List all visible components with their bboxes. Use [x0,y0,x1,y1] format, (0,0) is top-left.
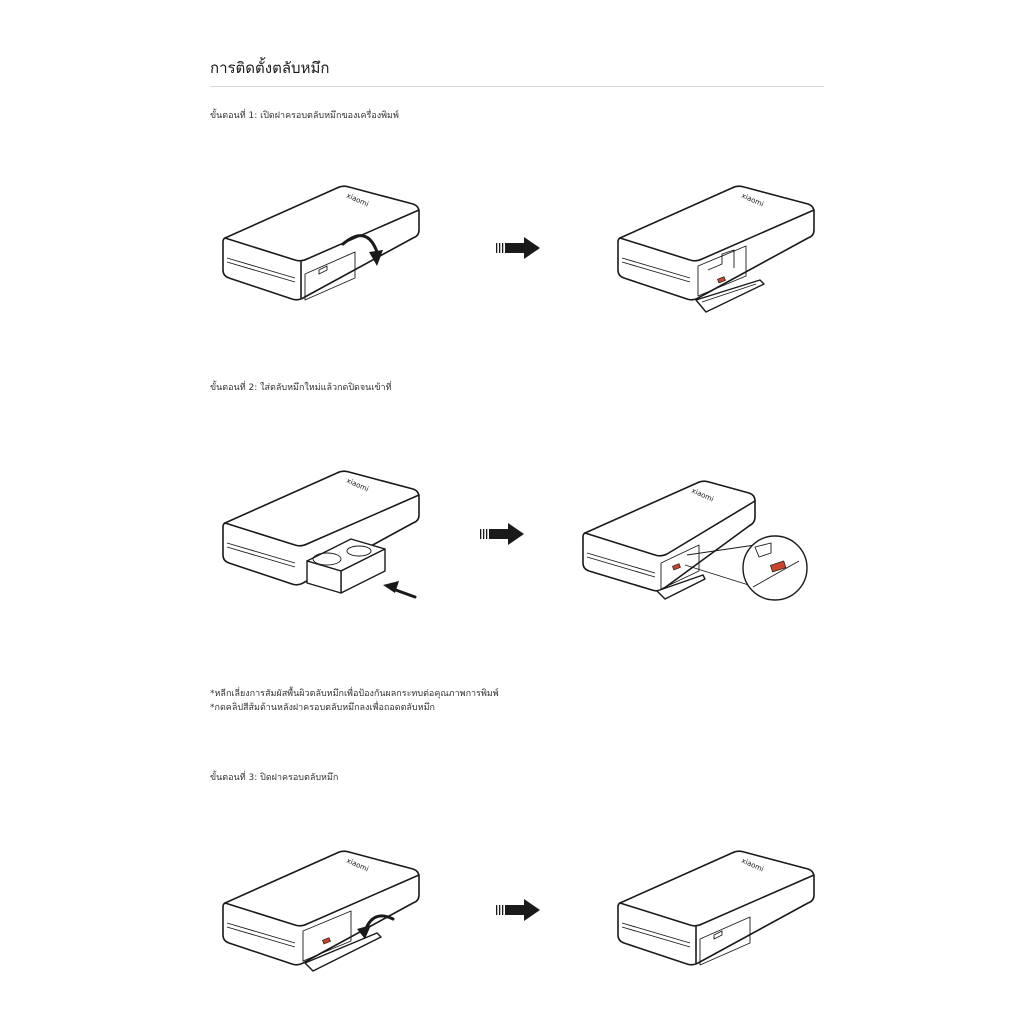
step-3-label: ขั้นตอนที่ 3: ปิดฝาครอบตลับหมึก [210,773,339,783]
xiaomi-logo: xiaomi [740,857,765,874]
close-arrow-icon [357,925,371,939]
printer-closed-final-illustration: xiaomi [617,850,815,966]
next-arrow-icon [496,899,540,921]
xiaomi-logo: xiaomi [740,192,765,209]
xiaomi-logo: xiaomi [345,192,370,209]
xiaomi-logo: xiaomi [345,857,370,874]
note-orange-clip: *กดคลิปสีส้มด้านหลังฝาครอบตลับหมึกลงเพื่… [210,703,435,713]
next-arrow-icon [480,523,524,545]
printer-closed-illustration: xiaomi [222,185,420,301]
printer-clip-detail-illustration: xiaomi [582,480,808,601]
step-2-label: ขั้นตอนที่ 2: ใส่ตลับหมึกใหม่แล้วกดปิดจน… [210,383,392,393]
push-arrow-icon [383,581,399,593]
page-title: การติดตั้งตลับหมึก [210,59,330,77]
xiaomi-logo: xiaomi [345,477,370,494]
orange-clip-icon [769,560,787,573]
printer-open-cover-illustration: xiaomi [617,185,815,313]
printer-close-cover-illustration: xiaomi [222,850,420,972]
next-arrow-icon [496,237,540,259]
title-divider [210,86,824,87]
printer-insert-cartridge-illustration: xiaomi [222,470,420,599]
step-1-label: ขั้นตอนที่ 1: เปิดฝาครอบตลับหมึกของเครื่… [210,111,399,121]
note-avoid-touch: *หลีกเลี่ยงการสัมผัสพื้นผิวตลับหมึกเพื่อ… [210,689,499,699]
xiaomi-logo: xiaomi [690,487,715,504]
rotate-arrow-icon [369,250,383,266]
